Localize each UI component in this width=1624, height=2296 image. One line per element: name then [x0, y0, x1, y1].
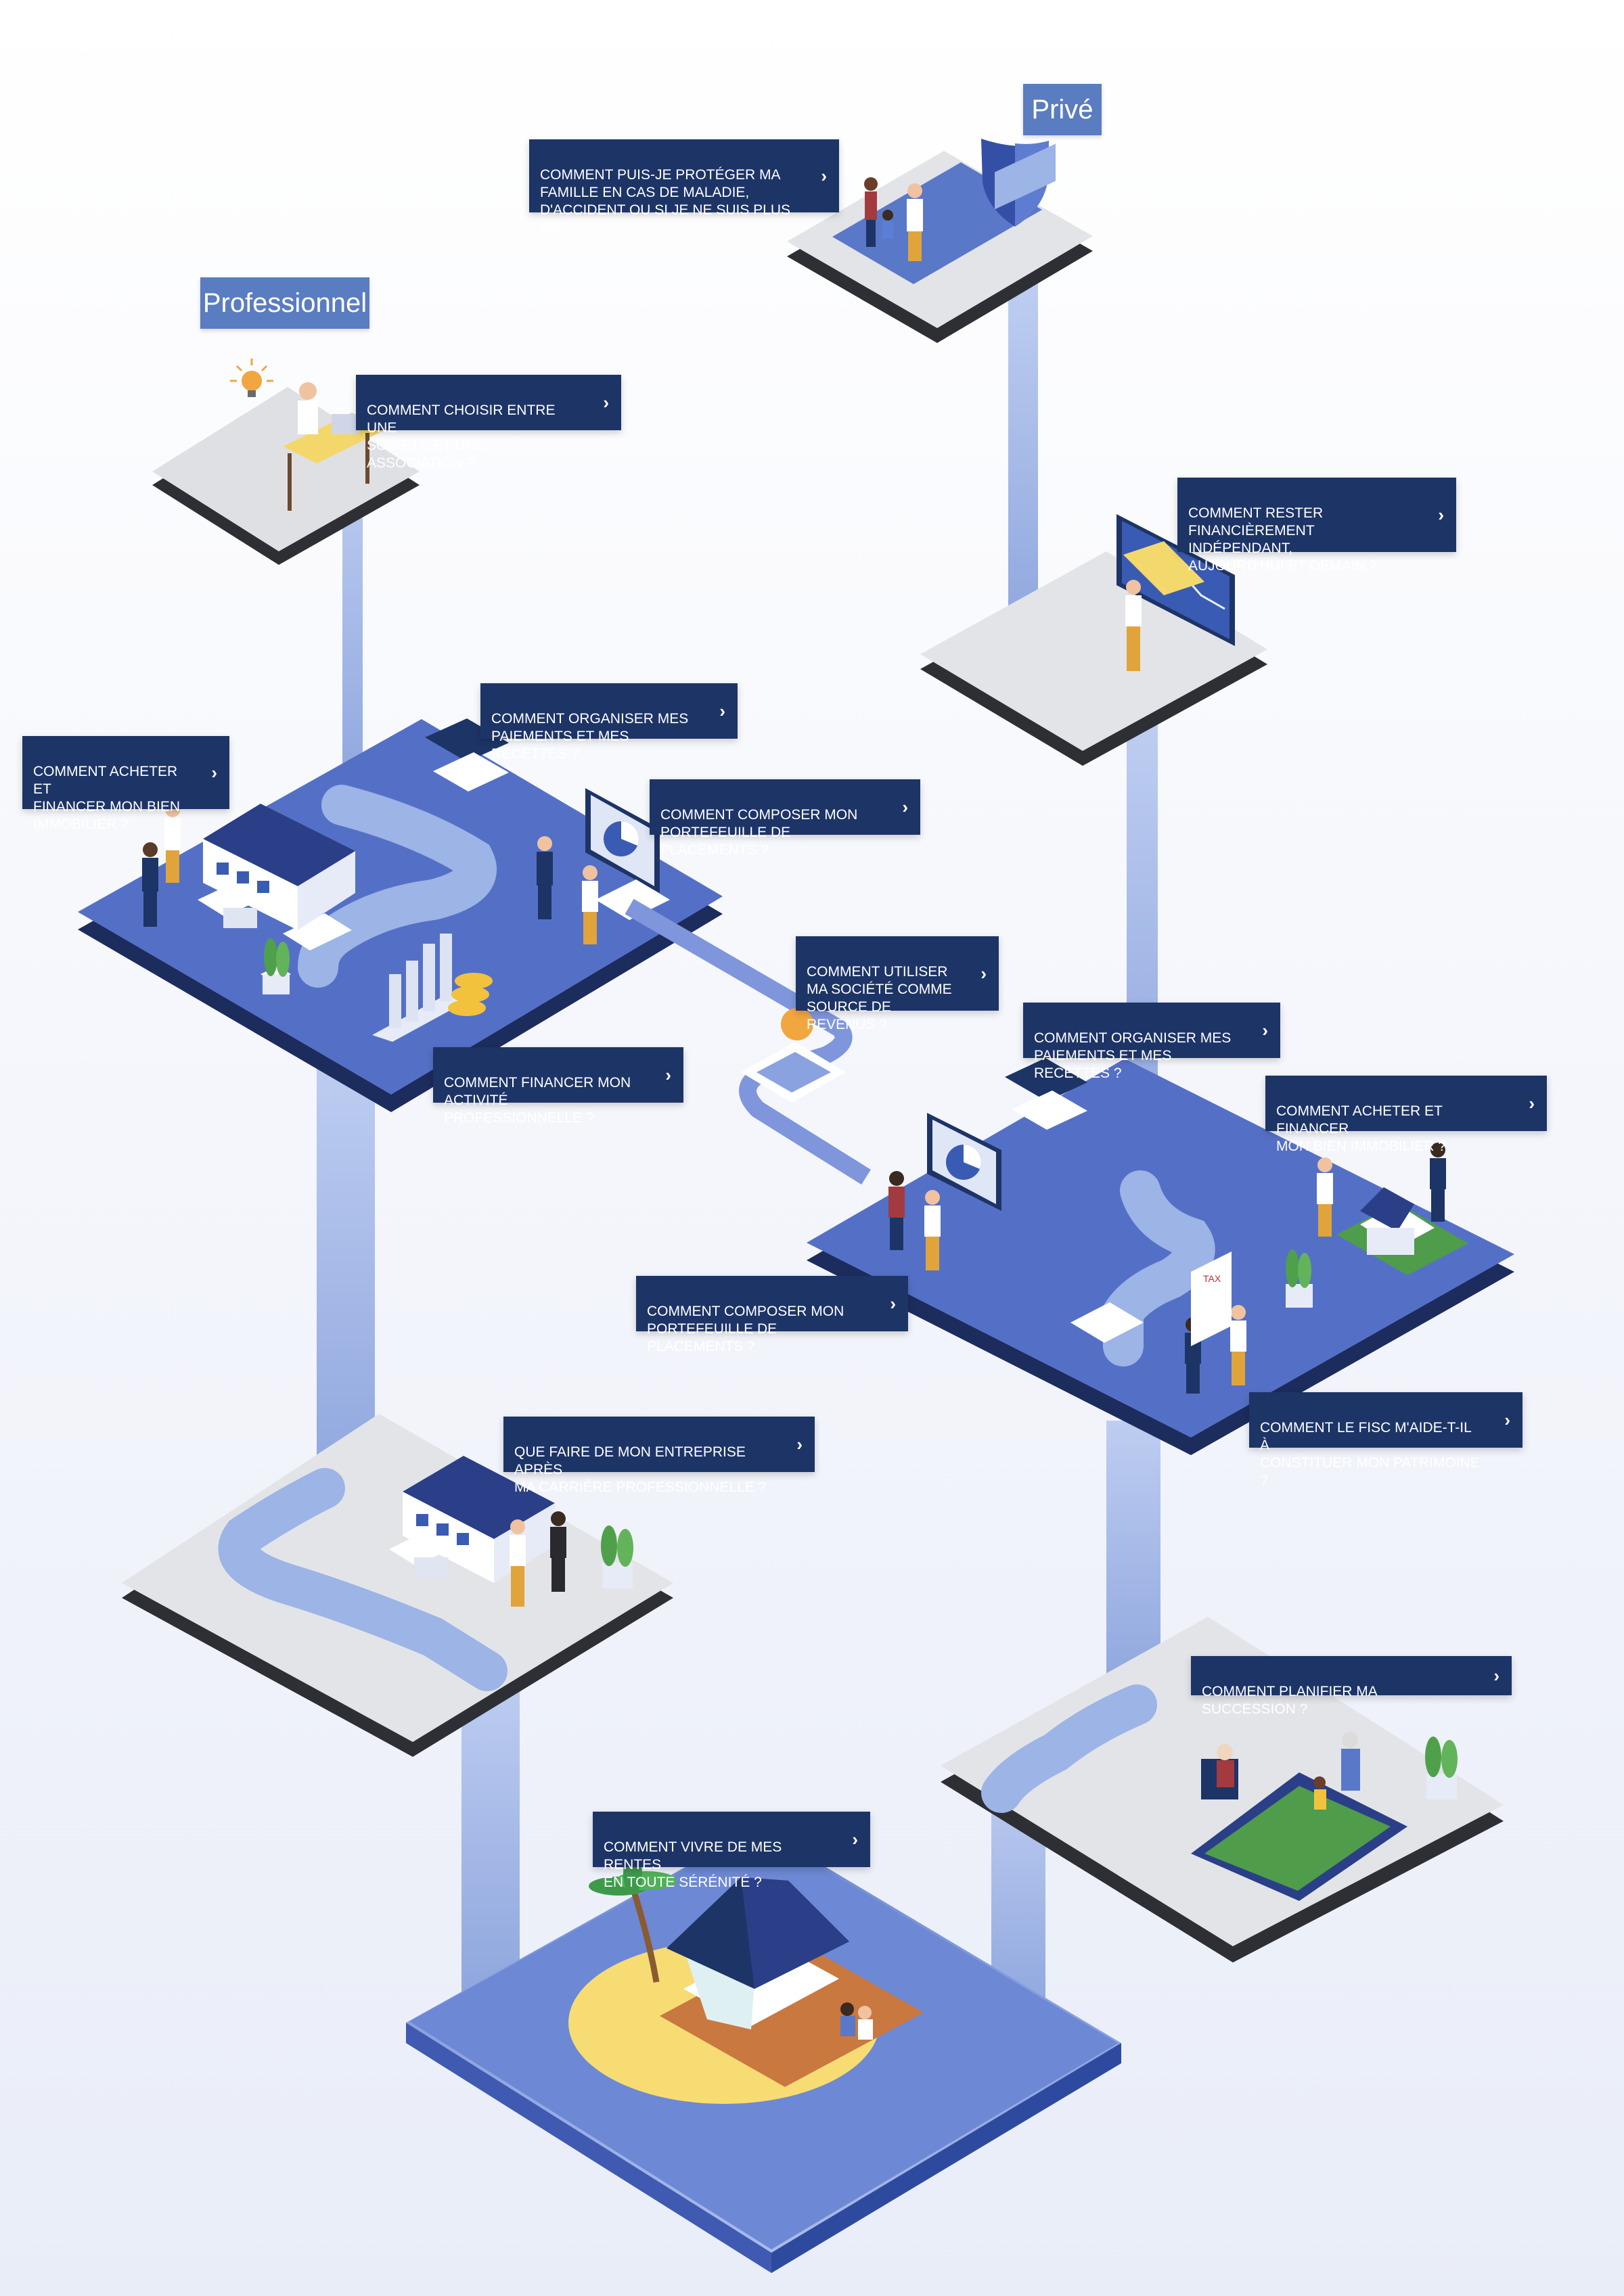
- chevron-right-icon: ›: [1529, 1093, 1535, 1113]
- family-succession-figures: [1201, 1732, 1360, 1810]
- question-organiser-paiements-prive[interactable]: COMMENT ORGANISER MES PAIEMENTS ET MES R…: [1023, 1003, 1280, 1081]
- relaxing-couple-figures: [840, 2002, 873, 2040]
- chevron-right-icon: ›: [890, 1293, 896, 1314]
- platform-pro-exit: [122, 1414, 673, 1757]
- question-portefeuille-prive[interactable]: COMMENT COMPOSER MON PORTEFEUILLE DE PLA…: [636, 1276, 908, 1354]
- question-label: COMMENT LE FISC M'AIDE-T-IL À CONSTITUER…: [1260, 1420, 1480, 1488]
- platform-island: [406, 1827, 1121, 2273]
- question-entreprise-apres-carriere[interactable]: QUE FAIRE DE MON ENTREPRISE APRÈS MA CAR…: [503, 1417, 815, 1495]
- chevron-right-icon: ›: [1504, 1410, 1510, 1430]
- chevron-right-icon: ›: [665, 1065, 671, 1085]
- question-label: QUE FAIRE DE MON ENTREPRISE APRÈS MA CAR…: [514, 1444, 767, 1495]
- question-vivre-rentes[interactable]: COMMENT VIVRE DE MES RENTES EN TOUTE SÉR…: [593, 1812, 870, 1890]
- chevron-right-icon: ›: [902, 797, 908, 817]
- tag-prive[interactable]: Privé: [1023, 84, 1102, 135]
- handshake-figures: [510, 1511, 566, 1607]
- question-portefeuille-pro[interactable]: COMMENT COMPOSER MON PORTEFEUILLE DE PLA…: [650, 779, 920, 858]
- plant-icon: [1425, 1737, 1458, 1799]
- question-label: COMMENT COMPOSER MON PORTEFEUILLE DE PLA…: [660, 807, 858, 858]
- presenter-figure: [1125, 580, 1142, 671]
- chevron-right-icon: ›: [211, 762, 217, 783]
- chevron-right-icon: ›: [980, 963, 987, 984]
- family-figures: [864, 177, 923, 261]
- platform-prive-main: TAX: [807, 1058, 1514, 1455]
- question-label: COMMENT FINANCER MON ACTIVITÉ PROFESSION…: [444, 1075, 631, 1126]
- chevron-right-icon: ›: [796, 1434, 803, 1454]
- question-rester-independant[interactable]: COMMENT RESTER FINANCIÈREMENT INDÉPENDAN…: [1177, 478, 1456, 574]
- tag-professionnel[interactable]: Professionnel: [200, 277, 369, 329]
- tax-document-icon: TAX: [1191, 1252, 1232, 1346]
- question-acheter-bien-prive[interactable]: COMMENT ACHETER ET FINANCER MON BIEN IMM…: [1265, 1076, 1547, 1154]
- question-societe-revenus[interactable]: COMMENT UTILISER MA SOCIÉTÉ COMME SOURCE…: [796, 936, 999, 1032]
- question-financer-activite[interactable]: COMMENT FINANCER MON ACTIVITÉ PROFESSION…: [433, 1047, 683, 1126]
- coin-icon: [781, 1008, 813, 1040]
- plant-icon: [601, 1525, 633, 1588]
- house-icon: [1336, 1187, 1468, 1275]
- chevron-right-icon: ›: [719, 701, 725, 721]
- chart-board-icon: [1116, 514, 1235, 646]
- question-label: COMMENT RESTER FINANCIÈREMENT INDÉPENDAN…: [1188, 505, 1377, 574]
- truck-icon: [198, 883, 261, 928]
- chevron-right-icon: ›: [821, 166, 827, 186]
- chevron-right-icon: ›: [603, 392, 609, 413]
- question-proteger-famille[interactable]: COMMENT PUIS-JE PROTÉGER MA FAMILLE EN C…: [529, 139, 839, 235]
- chevron-right-icon: ›: [1493, 1666, 1499, 1686]
- question-acheter-bien-pro[interactable]: COMMENT ACHETER ET FINANCER MON BIEN IMM…: [22, 736, 229, 832]
- question-label: COMMENT ACHETER ET FINANCER MON BIEN IMM…: [1276, 1103, 1446, 1154]
- warehouse-icon: [203, 804, 355, 930]
- plant-icon: [261, 938, 291, 994]
- platform-pro-main: [78, 718, 723, 1112]
- question-organiser-paiements-pro[interactable]: COMMENT ORGANISER MES PAIEMENTS ET MES R…: [480, 683, 738, 762]
- card-payment-icon: [425, 718, 509, 791]
- platform-succession: [941, 1617, 1504, 1962]
- question-label: COMMENT ORGANISER MES PAIEMENTS ET MES R…: [491, 711, 689, 762]
- question-label: COMMENT COMPOSER MON PORTEFEUILLE DE PLA…: [647, 1304, 844, 1354]
- chevron-right-icon: ›: [1438, 505, 1444, 525]
- connector-path: [625, 898, 871, 1185]
- question-choisir-societe[interactable]: COMMENT CHOISIR ENTRE UNE SOCIÉTÉ ET UNE…: [356, 375, 621, 471]
- pie-chart-monitor-icon: [927, 1113, 1001, 1211]
- question-fisc-patrimoine[interactable]: COMMENT LE FISC M'AIDE-T-IL À CONSTITUER…: [1249, 1392, 1522, 1488]
- question-planifier-succession[interactable]: COMMENT PLANIFIER MA SUCCESSION ? ›: [1191, 1656, 1512, 1717]
- question-label: COMMENT PUIS-JE PROTÉGER MA FAMILLE EN C…: [540, 167, 791, 235]
- truck-icon: [389, 1532, 450, 1578]
- coins-growth-icon: [372, 934, 493, 1042]
- platform-independence: [920, 143, 1267, 766]
- lightbulb-icon: [230, 359, 273, 397]
- question-label: COMMENT ACHETER ET FINANCER MON BIEN IMM…: [33, 764, 181, 832]
- chevron-right-icon: ›: [852, 1829, 858, 1850]
- question-label: COMMENT ORGANISER MES PAIEMENTS ET MES R…: [1034, 1030, 1232, 1081]
- question-label: COMMENT CHOISIR ENTRE UNE SOCIÉTÉ ET UNE…: [367, 403, 556, 471]
- bungalow-icon: [660, 1877, 924, 2087]
- card-payment-icon: [1005, 1058, 1087, 1130]
- question-label: COMMENT PLANIFIER MA SUCCESSION ?: [1202, 1684, 1377, 1717]
- question-label: COMMENT VIVRE DE MES RENTES EN TOUTE SÉR…: [604, 1839, 782, 1890]
- business-figures: [142, 802, 598, 944]
- svg-text:TAX: TAX: [1203, 1273, 1221, 1284]
- question-label: COMMENT UTILISER MA SOCIÉTÉ COMME SOURCE…: [807, 964, 952, 1032]
- chevron-right-icon: ›: [1262, 1020, 1268, 1040]
- pie-chart-monitor-icon: [585, 788, 670, 920]
- plant-icon: [1286, 1249, 1313, 1308]
